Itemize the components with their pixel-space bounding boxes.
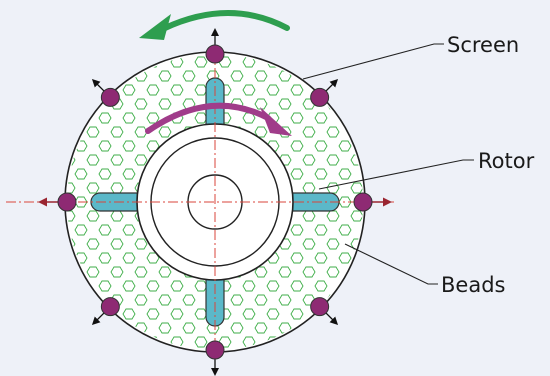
radial-arrow-icon [91,78,106,93]
rotor-label: Rotor [478,149,535,173]
radial-arrow-icon [324,78,339,93]
clockwise-arrow-icon [145,102,271,134]
counterclockwise-arrow-head [139,14,171,40]
screen-nozzle [310,297,330,317]
screen-nozzle [353,192,373,212]
screen-nozzle [205,44,225,64]
beads-leader-line [344,243,438,285]
screen-nozzle [100,297,120,317]
screen-label: Screen [447,33,519,57]
beads-label: Beads [441,273,505,297]
screen-leader-line [302,43,444,80]
screen-nozzles [57,44,373,360]
screen-nozzle [205,340,225,360]
counterclockwise-arrow-icon [162,10,290,31]
clockwise-arrow-head [260,107,292,136]
rotor-leader-line [318,159,474,190]
screen-nozzle [310,87,330,107]
screen-nozzle [100,87,120,107]
radial-flow-arrows [91,28,339,376]
screen-nozzle [57,192,77,212]
radial-arrow-icon [324,311,339,326]
radial-arrow-icon [91,311,106,326]
